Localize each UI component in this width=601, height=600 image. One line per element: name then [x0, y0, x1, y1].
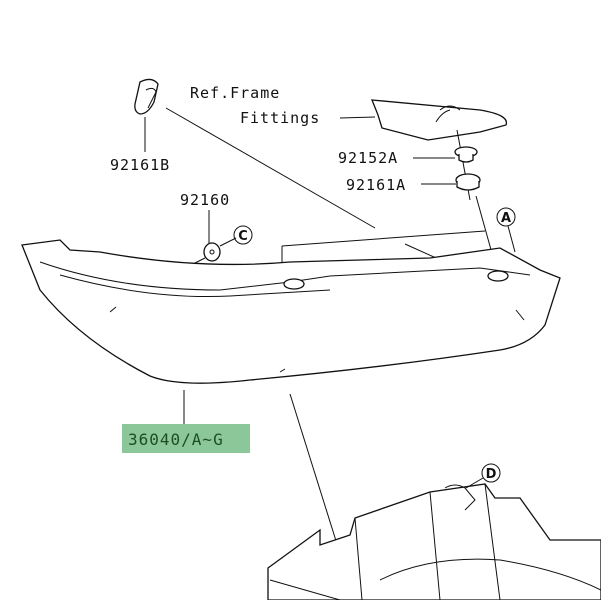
label-fittings: Fittings: [240, 109, 320, 127]
label-92152a[interactable]: 92152A: [338, 149, 398, 167]
part-36040-side-cover[interactable]: [21, 239, 561, 384]
svg-text:C: C: [238, 229, 248, 244]
label-92160[interactable]: 92160: [180, 191, 230, 209]
label-36040[interactable]: 36040/A~G: [128, 430, 224, 449]
callout-c: C: [233, 225, 253, 245]
part-92161a-grommet[interactable]: [455, 173, 481, 191]
callout-a: A: [496, 207, 516, 227]
callout-d: D: [481, 463, 501, 483]
leader-fittings: [339, 116, 376, 119]
frame-fitting: [371, 99, 508, 141]
rear-fender-housing: [267, 483, 601, 600]
part-92152a-collar[interactable]: [454, 146, 478, 163]
highlight-36040: [122, 424, 250, 453]
part-92161b-grommet[interactable]: [134, 78, 159, 115]
label-92161b[interactable]: 92161B: [110, 156, 170, 174]
label-ref-frame: Ref.Frame: [190, 84, 280, 102]
leader-92161b-to-cover: [165, 107, 376, 229]
part-92160-damper[interactable]: [203, 242, 221, 262]
svg-text:D: D: [486, 467, 497, 482]
label-92161a[interactable]: 92161A: [346, 176, 406, 194]
svg-text:A: A: [501, 211, 511, 226]
